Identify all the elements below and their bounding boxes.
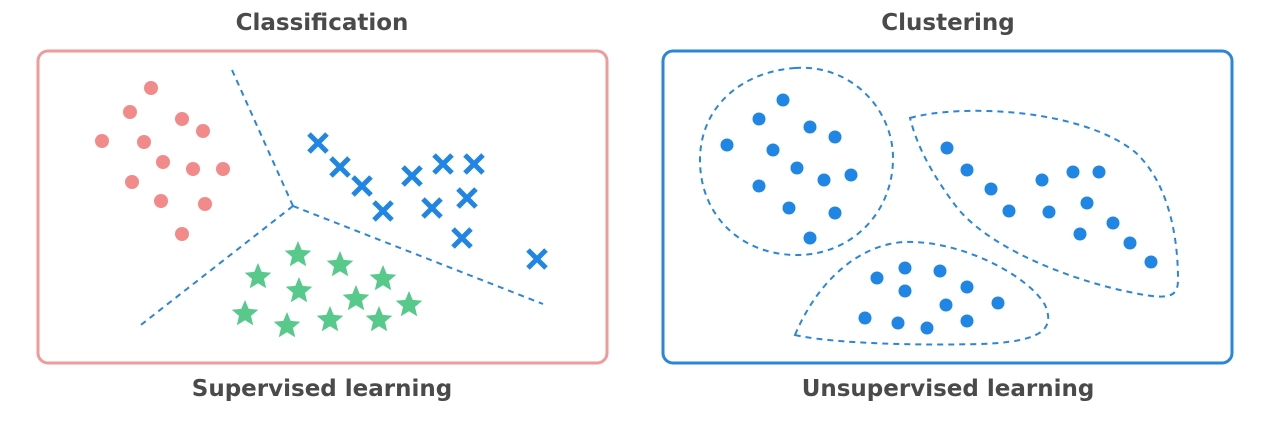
cross-marker: [372, 200, 394, 222]
blue-dot-marker: [1066, 165, 1080, 179]
blue-dot-marker: [844, 168, 858, 182]
red-dot-marker: [196, 124, 210, 138]
blue-dot-marker: [858, 311, 872, 325]
blue-dot-marker: [891, 316, 905, 330]
blue-dot-marker: [1042, 205, 1056, 219]
blue-dot-marker: [817, 173, 831, 187]
blue-dot-marker: [1106, 216, 1120, 230]
decision-boundary: [292, 205, 544, 305]
blue-dot-marker: [939, 298, 953, 312]
blue-dot-marker: [870, 271, 884, 285]
blue-dot-marker: [828, 206, 842, 220]
blue-dot-marker: [720, 138, 734, 152]
blue-dot-marker: [960, 280, 974, 294]
class-a-points: [95, 81, 230, 241]
classification-panel: [36, 49, 609, 365]
red-dot-marker: [156, 155, 170, 169]
cluster-outlines: [698, 66, 1180, 346]
red-dot-marker: [144, 81, 158, 95]
red-dot-marker: [216, 162, 230, 176]
cross-marker: [329, 156, 351, 178]
star-marker: [316, 306, 344, 332]
star-marker: [285, 277, 313, 303]
classification-title: Classification: [235, 10, 409, 36]
blue-dot-marker: [991, 296, 1005, 310]
class-c-points: [231, 241, 423, 338]
blue-dot-marker: [790, 161, 804, 175]
decision-boundary: [136, 205, 294, 329]
blue-dot-marker: [984, 182, 998, 196]
blue-dot-marker: [803, 120, 817, 134]
cluster-outline-2: [908, 109, 1180, 298]
cross-marker: [421, 197, 443, 219]
red-dot-marker: [125, 175, 139, 189]
red-dot-marker: [95, 134, 109, 148]
blue-dot-marker: [782, 201, 796, 215]
blue-dot-marker: [940, 141, 954, 155]
cluster-outline-3: [793, 240, 1050, 346]
red-dot-marker: [175, 227, 189, 241]
blue-dot-marker: [1123, 236, 1137, 250]
cross-marker: [432, 153, 454, 175]
blue-dot-marker: [1080, 196, 1094, 210]
blue-dot-marker: [766, 143, 780, 157]
cross-marker: [463, 153, 485, 175]
star-marker: [369, 265, 397, 291]
blue-dot-marker: [920, 321, 934, 335]
class-b-points: [307, 132, 548, 270]
red-dot-marker: [186, 162, 200, 176]
blue-dot-marker: [752, 179, 766, 193]
cross-marker: [401, 165, 423, 187]
supervised-learning-caption: Supervised learning: [191, 376, 453, 402]
star-marker: [395, 291, 423, 317]
blue-dot-marker: [960, 314, 974, 328]
blue-dot-marker: [1144, 255, 1158, 269]
decision-boundaries: [136, 69, 544, 329]
star-marker: [342, 285, 370, 311]
clustering-title: Clustering: [881, 10, 1015, 36]
cross-marker: [307, 132, 329, 154]
red-dot-marker: [123, 105, 137, 119]
star-marker: [326, 251, 354, 277]
blue-dot-marker: [1002, 204, 1016, 218]
blue-dot-marker: [776, 93, 790, 107]
blue-dot-marker: [933, 264, 947, 278]
blue-dot-marker: [803, 231, 817, 245]
blue-dot-marker: [828, 130, 842, 144]
star-marker: [231, 300, 259, 326]
star-marker: [273, 312, 301, 338]
blue-dot-marker: [960, 163, 974, 177]
star-marker: [244, 263, 272, 289]
unsupervised-learning-caption: Unsupervised learning: [801, 376, 1095, 402]
decision-boundary: [231, 69, 294, 207]
red-dot-marker: [137, 135, 151, 149]
clustering-panel: [661, 49, 1234, 365]
star-marker: [365, 306, 393, 332]
red-dot-marker: [198, 197, 212, 211]
star-marker: [284, 241, 312, 267]
blue-dot-marker: [1092, 165, 1106, 179]
cross-marker: [351, 175, 373, 197]
red-dot-marker: [154, 194, 168, 208]
blue-dot-marker: [1035, 173, 1049, 187]
blue-dot-marker: [752, 112, 766, 126]
cross-marker: [451, 227, 473, 249]
unlabeled-points: [720, 93, 1158, 335]
red-dot-marker: [175, 112, 189, 126]
cross-marker: [526, 248, 548, 270]
cluster-outline-1: [698, 66, 895, 257]
blue-dot-marker: [898, 284, 912, 298]
blue-dot-marker: [898, 261, 912, 275]
blue-dot-marker: [1073, 227, 1087, 241]
cross-marker: [456, 187, 478, 209]
